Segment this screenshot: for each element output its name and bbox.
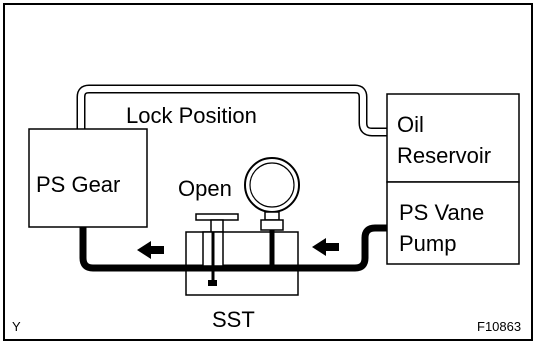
open-label: Open xyxy=(178,176,232,201)
ps-vane-pump-label: Pump xyxy=(399,231,456,256)
return-hose xyxy=(76,84,387,137)
pressure-gauge-icon xyxy=(244,157,300,268)
ps-gear-label: PS Gear xyxy=(36,172,120,197)
arrow-left-icon xyxy=(137,241,164,259)
arrow-left-icon xyxy=(312,238,339,256)
figure-code: F10863 xyxy=(477,319,521,334)
corner-mark: Y xyxy=(12,319,21,334)
oil-reservoir-label: Reservoir xyxy=(397,143,491,168)
lock-position-label: Lock Position xyxy=(126,103,257,128)
ps-vane-pump-label: PS Vane xyxy=(399,200,484,225)
sst-label: SST xyxy=(212,307,255,332)
ps-gear-box xyxy=(28,128,148,228)
oil-reservoir-box xyxy=(386,93,520,183)
figure-frame xyxy=(3,3,533,341)
oil-reservoir-label: Oil xyxy=(397,112,424,137)
pressure-line xyxy=(79,224,387,272)
ps-vane-pump-box xyxy=(386,181,520,265)
valve-handle-icon xyxy=(195,213,239,286)
